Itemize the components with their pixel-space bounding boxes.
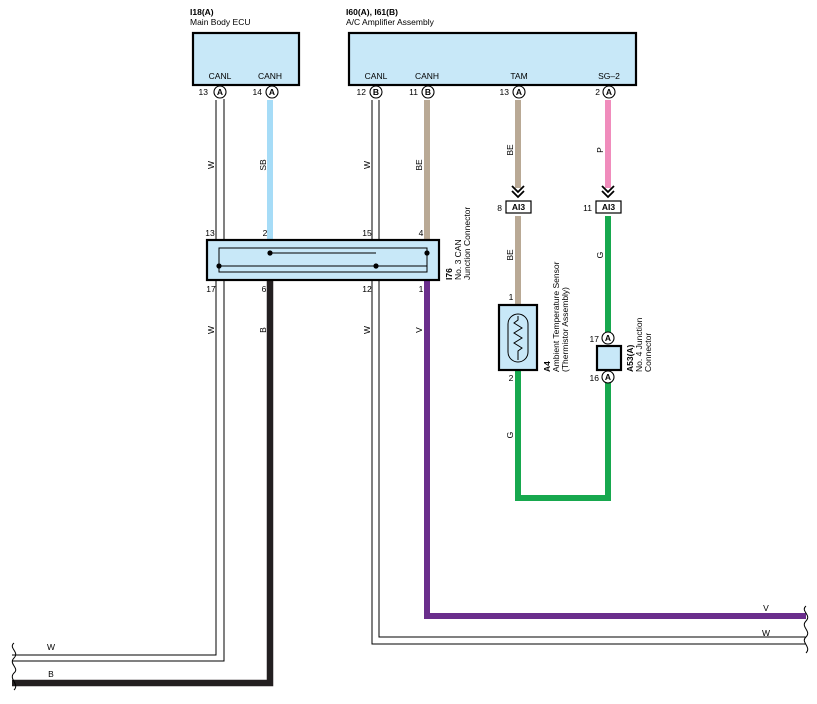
wire-w-ecu-canl — [12, 99, 225, 662]
label-tam-upper: BE — [505, 144, 515, 156]
pin-connector-letter: B — [425, 87, 431, 97]
can-junction-connector: 13 2 15 4 17 6 12 1 I76 No. 3 CAN Juncti… — [205, 207, 472, 294]
ecu-box — [191, 31, 301, 87]
label-sg2-upper: P — [595, 147, 605, 153]
junction4-pin-16: 16 A — [590, 370, 615, 384]
amp-pin-13: 13 A — [500, 85, 526, 99]
pin-connector-letter: A — [606, 87, 612, 97]
ecu-pin-label-canh: CANH — [258, 71, 282, 81]
inline-connector-ai3-11: AI3 11 — [583, 185, 622, 214]
sensor-code: A4 — [542, 361, 552, 372]
inline-connector-ai3-8: AI3 8 — [497, 185, 532, 214]
pin-number: 14 — [253, 87, 263, 97]
ecu-code: I18(A) — [190, 7, 214, 17]
can-junction-name-1: No. 3 CAN — [453, 239, 463, 280]
can-junction-top-pin-4: 4 — [419, 228, 424, 238]
pin-number: 11 — [409, 87, 418, 97]
label-amp-canh-top: BE — [414, 159, 424, 171]
can-junction-code: I76 — [444, 268, 454, 280]
can-junction-bottom-pin-6: 6 — [262, 284, 267, 294]
amp-pin-label-tam: TAM — [510, 71, 527, 81]
pin-number: 17 — [590, 334, 600, 344]
label-sg2-lower: G — [595, 252, 605, 259]
can-junction-bottom-pin-12: 12 — [362, 284, 372, 294]
amp-pin-11: 11 B — [409, 85, 435, 99]
inline-connector-pin: 8 — [497, 203, 502, 213]
amp-box — [347, 31, 638, 87]
label-tam-lower: BE — [505, 249, 515, 261]
pin-connector-letter: A — [605, 333, 611, 343]
label-right-v: V — [763, 603, 769, 613]
pin-number: 13 — [199, 87, 209, 97]
pin-number: 13 — [500, 87, 510, 97]
amp-pin-label-canh: CANH — [415, 71, 439, 81]
left-break-marks — [11, 642, 17, 691]
inline-connector-label: AI3 — [512, 202, 526, 212]
label-ecu-canh-top: SB — [258, 159, 268, 171]
junction4-name-1: No. 4 Junction — [634, 317, 644, 372]
ac-amplifier-assembly: I60(A), I61(B) A/C Amplifier Assembly CA… — [346, 7, 638, 99]
label-amp-canl-bottom: W — [362, 326, 372, 334]
amp-name: A/C Amplifier Assembly — [346, 17, 435, 27]
wire-b — [12, 280, 274, 687]
can-junction-bottom-pin-1: 1 — [419, 284, 424, 294]
wire-v — [424, 280, 806, 619]
ambient-temperature-sensor: 1 2 A4 Ambient Temperature Sensor (Therm… — [497, 261, 570, 383]
can-junction-top-pin-13: 13 — [205, 228, 215, 238]
wire-g-loop — [515, 370, 611, 501]
amp-pin-label-sg2: SG–2 — [598, 71, 620, 81]
wires — [12, 99, 806, 687]
pin-connector-letter: A — [516, 87, 522, 97]
ecu-pin-13: 13 A — [199, 85, 227, 99]
inline-connector-label: AI3 — [602, 202, 616, 212]
label-left-w: W — [47, 642, 55, 652]
sensor-pin-1: 1 — [509, 292, 514, 302]
wire-labels: W SB W BE BE P BE G W B W V G V W W B — [47, 144, 770, 679]
inline-connector-pin: 11 — [583, 203, 592, 213]
label-amp-canl-top: W — [362, 161, 372, 169]
label-right-w: W — [762, 628, 770, 638]
label-ecu-canl-bottom: W — [206, 326, 216, 334]
amp-pin-label-canl: CANL — [365, 71, 388, 81]
junction-connector-4: 17 A 16 A A53(A) No. 4 Junction Connecto… — [590, 317, 653, 384]
can-junction-name-2: Junction Connector — [462, 207, 472, 280]
can-junction-box — [205, 238, 441, 282]
right-break-marks — [803, 605, 809, 654]
label-left-b: B — [48, 669, 54, 679]
junction4-code: A53(A) — [625, 344, 635, 372]
amp-code: I60(A), I61(B) — [346, 7, 398, 17]
pin-number: 2 — [595, 87, 600, 97]
wire-w-amp-canl — [371, 100, 806, 645]
pin-number: 12 — [357, 87, 367, 97]
label-ecu-canl-top: W — [206, 161, 216, 169]
ecu-pin-label-canl: CANL — [209, 71, 232, 81]
pin-connector-letter: A — [269, 87, 275, 97]
pin-connector-letter: A — [217, 87, 223, 97]
ecu-name: Main Body ECU — [190, 17, 250, 27]
ecu-pin-14: 14 A — [253, 85, 279, 99]
sensor-name-1: Ambient Temperature Sensor — [551, 261, 561, 372]
label-ecu-canh-bottom: B — [258, 327, 268, 333]
pin-connector-letter: B — [373, 87, 379, 97]
junction4-name-2: Connector — [643, 333, 653, 372]
junction4-pin-17: 17 A — [590, 331, 615, 345]
amp-pin-12: 12 B — [357, 85, 383, 99]
label-sensor-return: G — [505, 432, 515, 439]
pin-connector-letter: A — [605, 372, 611, 382]
pin-number: 16 — [590, 373, 600, 383]
main-body-ecu: I18(A) Main Body ECU CANL CANH 13 A 14 A — [190, 7, 301, 99]
label-amp-canh-bottom: V — [414, 327, 424, 333]
can-junction-top-pin-2: 2 — [263, 228, 268, 238]
sensor-name-2: (Thermistor Assembly) — [560, 287, 570, 372]
can-junction-bottom-pin-17: 17 — [206, 284, 216, 294]
amp-pin-2: 2 A — [595, 85, 616, 99]
can-junction-top-pin-15: 15 — [362, 228, 372, 238]
sensor-pin-2: 2 — [509, 373, 514, 383]
